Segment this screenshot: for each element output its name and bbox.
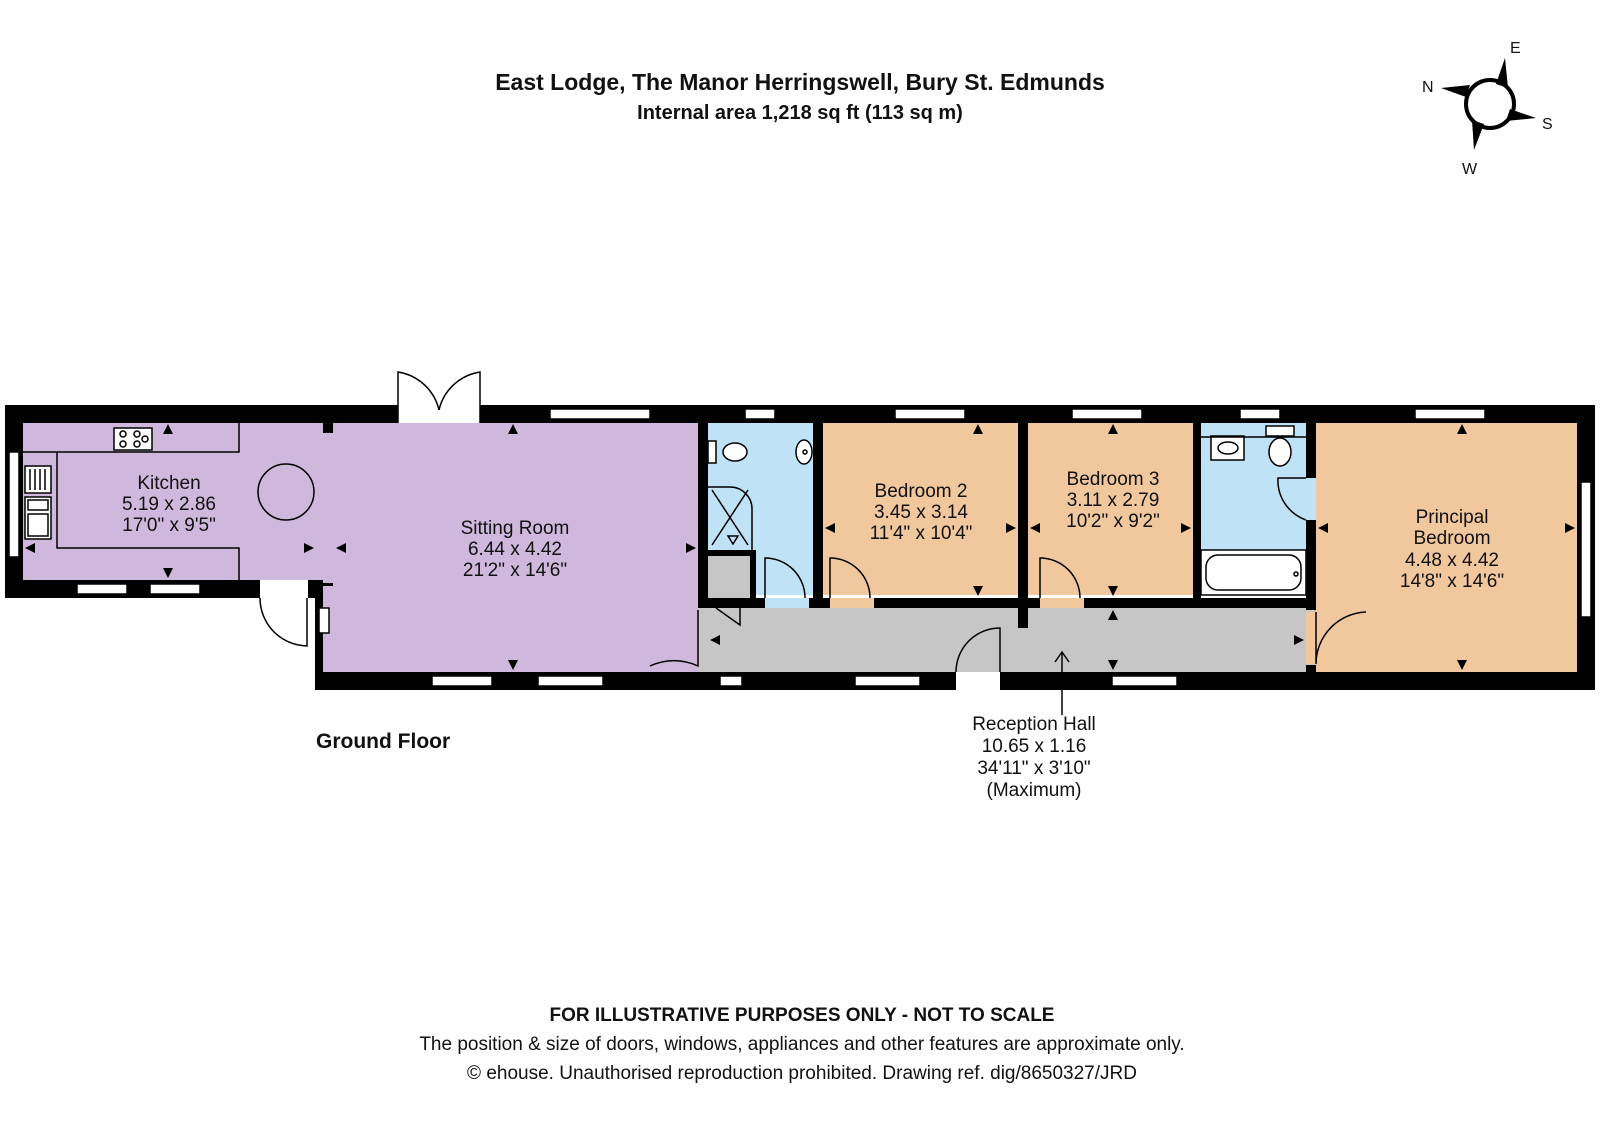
floor-label: Ground Floor — [316, 730, 450, 753]
reception-hall-label: Reception Hall 10.65 x 1.16 34'11" x 3'1… — [972, 714, 1096, 801]
bathroom-fittings — [1200, 425, 1307, 596]
kitchen-area — [23, 423, 323, 580]
compass-s: S — [1542, 116, 1553, 133]
reception-hall-pointer — [1054, 650, 1070, 715]
bedroom-3-name: Bedroom 3 — [1067, 469, 1160, 490]
sitting-room-name: Sitting Room — [461, 518, 570, 539]
principal-bedroom-area — [1316, 423, 1577, 672]
sitting-room-imperial: 21'2" x 14'6" — [463, 560, 567, 581]
bedroom-2-label: Bedroom 2 3.45 x 3.14 11'4" x 10'4" — [870, 481, 973, 544]
windows — [8, 408, 1592, 687]
principal-bedroom-name-line2: Bedroom — [1413, 528, 1490, 549]
reception-hall-metric: 10.65 x 1.16 — [982, 736, 1087, 757]
compass-n: N — [1422, 79, 1434, 96]
sitting-room-area — [323, 423, 698, 672]
room-fills — [23, 423, 1577, 672]
kitchen-name: Kitchen — [137, 473, 200, 494]
door-swings — [259, 371, 1367, 673]
sitting-room-metric: 6.44 x 4.42 — [468, 539, 562, 560]
sitting-room-label: Sitting Room 6.44 x 4.42 21'2" x 14'6" — [461, 518, 570, 581]
disclaimer-heading: FOR ILLUSTRATIVE PURPOSES ONLY - NOT TO … — [550, 1005, 1055, 1026]
reception-hall-note: (Maximum) — [987, 780, 1082, 801]
bedroom-3-imperial: 10'2" x 9'2" — [1066, 511, 1160, 532]
bedroom-3-metric: 3.11 x 2.79 — [1067, 490, 1160, 511]
kitchen-label: Kitchen 5.19 x 2.86 17'0" x 9'5" — [122, 473, 216, 536]
kitchen-fittings — [23, 423, 315, 580]
cupboard-area — [706, 555, 750, 603]
kitchen-metric: 5.19 x 2.86 — [122, 494, 216, 515]
shower-room-fittings — [707, 439, 813, 550]
compass-e: E — [1510, 40, 1521, 57]
bedroom-3-label: Bedroom 3 3.11 x 2.79 10'2" x 9'2" — [1066, 469, 1160, 532]
plan-subtitle: Internal area 1,218 sq ft (113 sq m) — [637, 102, 963, 124]
interior-walls — [323, 423, 1316, 675]
door-openings — [260, 405, 1316, 690]
dimension-arrows — [25, 424, 1575, 670]
bedroom-3-area — [1028, 423, 1193, 595]
bedroom-2-name: Bedroom 2 — [875, 481, 968, 502]
bedroom-2-metric: 3.45 x 3.14 — [874, 502, 968, 523]
kitchen-imperial: 17'0" x 9'5" — [122, 515, 216, 536]
reception-hall-area — [698, 603, 1316, 672]
principal-bedroom-imperial: 14'8" x 14'6" — [1400, 571, 1504, 592]
disclaimer-text: The position & size of doors, windows, a… — [419, 1034, 1184, 1055]
plan-title: East Lodge, The Manor Herringswell, Bury… — [495, 69, 1105, 95]
principal-bedroom-label: Principal Bedroom 4.48 x 4.42 14'8" x 14… — [1400, 507, 1504, 592]
reception-hall-name: Reception Hall — [972, 714, 1096, 735]
reception-hall-imperial: 34'11" x 3'10" — [977, 758, 1090, 779]
copyright-text: © ehouse. Unauthorised reproduction proh… — [467, 1063, 1137, 1084]
bedroom-2-imperial: 11'4" x 10'4" — [870, 523, 973, 544]
principal-bedroom-metric: 4.48 x 4.42 — [1405, 550, 1499, 571]
compass-icon: E S W N — [1422, 40, 1553, 178]
compass-w: W — [1462, 161, 1478, 178]
principal-bedroom-name-line1: Principal — [1416, 507, 1489, 528]
